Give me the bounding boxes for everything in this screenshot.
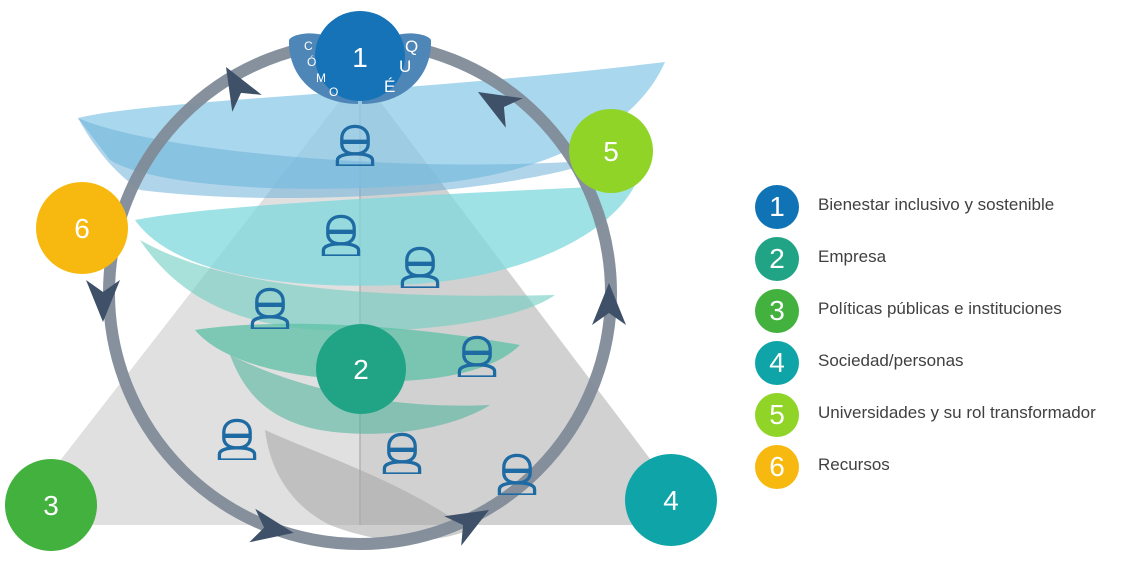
legend-dot: 1 [755,185,799,229]
cycle-arrows [86,66,626,546]
legend-item: 4 Sociedad/personas [755,341,1141,393]
node-2-number: 2 [353,354,369,385]
legend-label: Bienestar inclusivo y sostenible [818,195,1055,214]
legend-dot: 4 [755,341,799,385]
node-3-number: 3 [43,490,59,521]
legend-label: Universidades y su rol transformador [818,403,1096,422]
legend-label: Sociedad/personas [818,351,964,370]
legend-dot: 5 [755,393,799,437]
node-5: 5 [569,109,653,193]
legend-item: 3 Políticas públicas e instituciones [755,289,1141,341]
node-6-number: 6 [74,213,90,244]
legend-item: 2 Empresa [755,237,1141,289]
node-6: 6 [36,182,128,274]
legend-dot: 6 [755,445,799,489]
node-3: 3 [5,459,97,551]
legend-label: Empresa [818,247,887,266]
node-4-number: 4 [663,485,679,516]
node-1-number: 1 [352,42,368,73]
legend-item: 6 Recursos [755,445,1141,497]
legend-dot: 3 [755,289,799,333]
legend-item: 5 Universidades y su rol transformador [755,393,1141,445]
legend-label: Políticas públicas e instituciones [818,299,1062,318]
legend-dot: 2 [755,237,799,281]
node-5-number: 5 [603,136,619,167]
legend-item: 1 Bienestar inclusivo y sostenible [755,185,1141,237]
node-4: 4 [625,454,717,546]
node-2: 2 [316,324,406,414]
legend-label: Recursos [818,455,890,474]
legend: 1 Bienestar inclusivo y sostenible 2 Empres… [755,185,1141,497]
